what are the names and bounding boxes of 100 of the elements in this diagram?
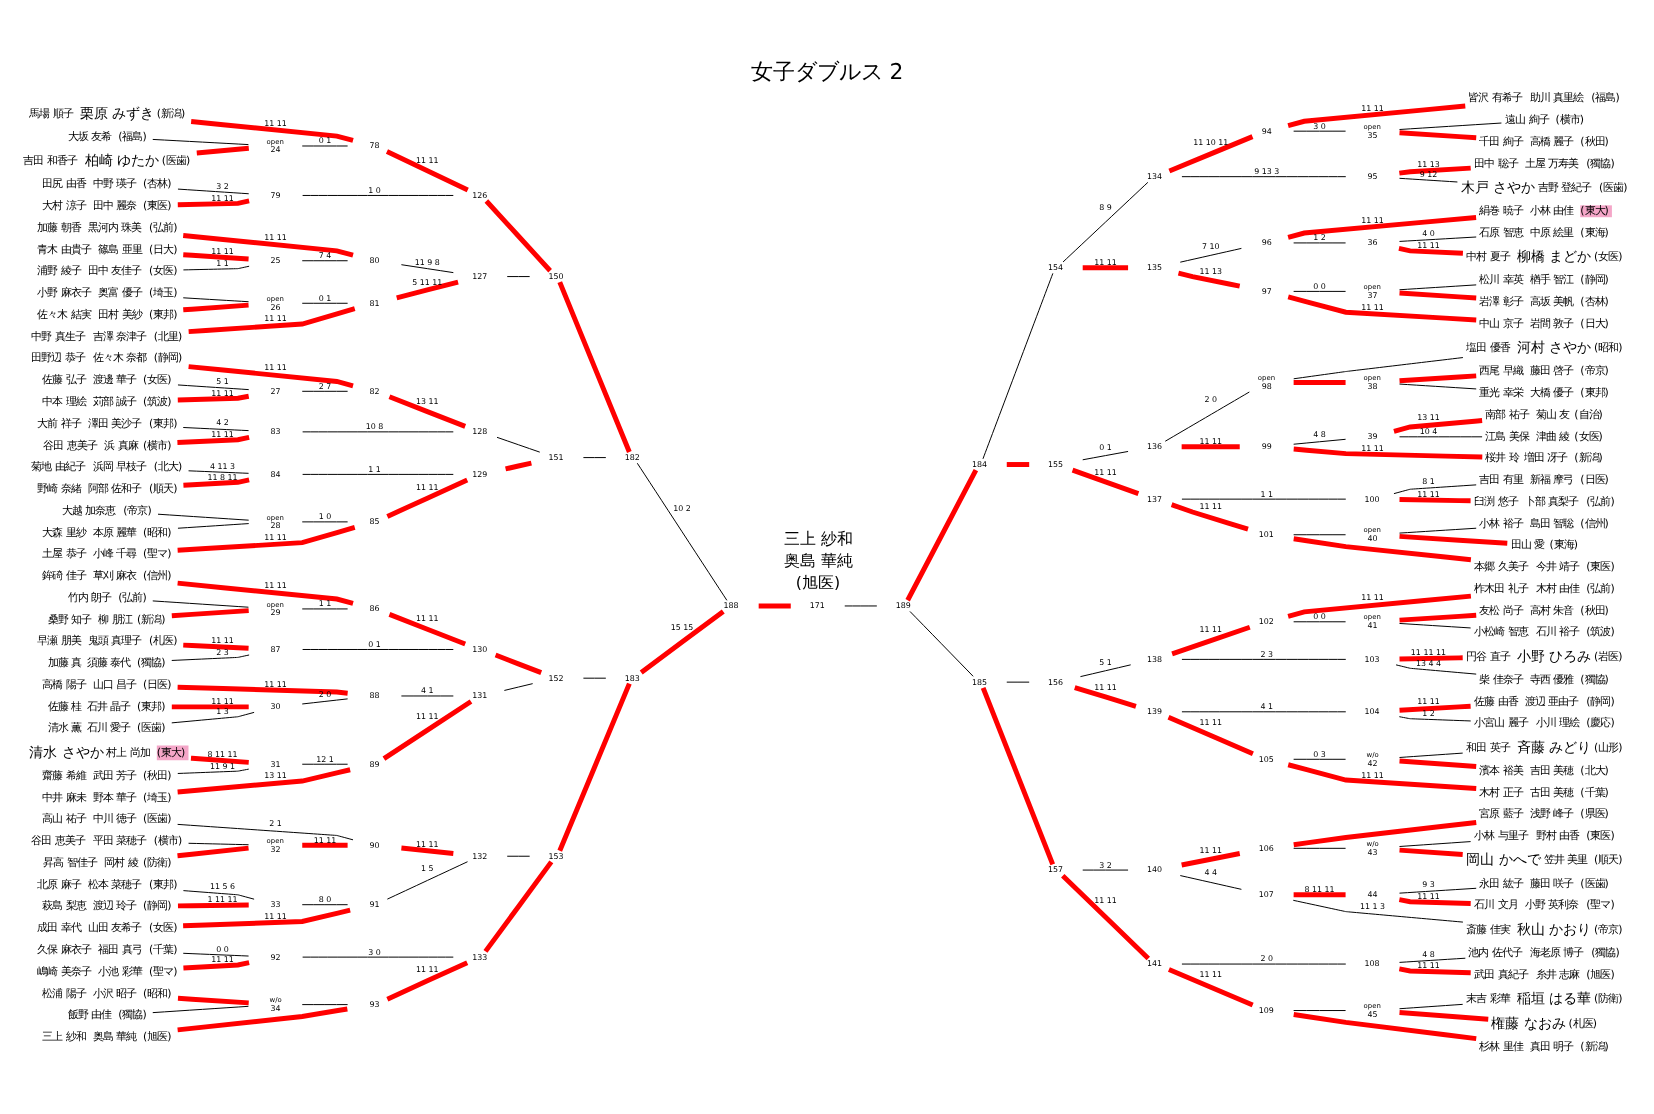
connector (401, 845, 454, 856)
connector (1293, 379, 1346, 385)
connector (157, 513, 250, 521)
connector (1399, 887, 1477, 894)
connector (188, 364, 354, 389)
connector (183, 252, 249, 262)
connector (152, 1005, 249, 1014)
connector (1293, 758, 1347, 760)
connector (1293, 820, 1477, 848)
connector (1170, 502, 1249, 532)
connector (1181, 176, 1347, 178)
connector (301, 390, 349, 392)
connector (196, 145, 250, 156)
connector (1079, 664, 1132, 678)
connector (386, 477, 469, 519)
connector (177, 767, 351, 795)
connector (385, 149, 469, 193)
connector (496, 436, 541, 453)
connector (302, 194, 454, 196)
connector (1398, 716, 1472, 722)
connector (1393, 484, 1477, 495)
connector (188, 470, 250, 474)
connector (1006, 462, 1030, 467)
connector (1287, 215, 1477, 240)
connector (1399, 177, 1458, 183)
connector (190, 119, 354, 143)
connector (301, 763, 349, 765)
connector (177, 845, 249, 859)
connector (636, 462, 728, 601)
connector (1061, 873, 1151, 961)
connector (1399, 383, 1477, 390)
connector (1399, 527, 1477, 534)
connector (301, 904, 349, 906)
connector (1181, 711, 1347, 713)
connector (182, 890, 255, 900)
connector (382, 699, 473, 761)
connector (1179, 247, 1242, 263)
connector (302, 649, 454, 650)
connector (171, 711, 255, 724)
connector (582, 677, 607, 679)
connector (1398, 966, 1471, 976)
connector (503, 683, 534, 691)
connector (1181, 444, 1240, 450)
connector (1293, 1012, 1477, 1042)
connector (188, 842, 250, 846)
connector (639, 609, 725, 675)
connector (1164, 391, 1250, 442)
connector (183, 960, 250, 971)
connector (1062, 181, 1149, 263)
connector (1399, 497, 1471, 504)
connector (505, 460, 532, 472)
connector (1399, 284, 1477, 291)
connector (1293, 1010, 1347, 1012)
connector (1181, 658, 1347, 660)
connector (152, 138, 249, 146)
connector (1393, 418, 1483, 434)
connector (1399, 612, 1477, 623)
connector (758, 603, 791, 609)
connector (1293, 438, 1347, 445)
connector (182, 427, 250, 432)
connector (177, 580, 354, 606)
connector (1399, 236, 1477, 242)
connector (177, 768, 250, 774)
connector (1167, 715, 1254, 757)
connector (557, 682, 632, 852)
connector (1082, 265, 1129, 271)
connector (182, 233, 354, 258)
diagram-title: 女子ダブルス 2 (750, 59, 904, 86)
connector (183, 907, 351, 929)
connector (177, 523, 250, 529)
connector (1293, 290, 1347, 292)
connector (1293, 892, 1346, 898)
connector (1399, 1003, 1464, 1010)
connector (1399, 957, 1466, 963)
connector (1074, 685, 1137, 709)
connector (1167, 967, 1254, 1008)
connector (396, 279, 459, 301)
connector (388, 394, 467, 429)
connector (1168, 134, 1254, 174)
connector (1292, 899, 1464, 923)
connector (1293, 536, 1472, 563)
connector (1177, 270, 1241, 289)
connector (1395, 664, 1477, 675)
connector (1399, 622, 1472, 629)
connector (188, 306, 356, 335)
connector (177, 188, 250, 195)
connector (177, 684, 348, 696)
connector (1399, 436, 1483, 438)
connector (183, 642, 249, 651)
connector (1399, 655, 1463, 662)
connector (183, 477, 250, 488)
connector (1293, 357, 1464, 380)
connector (1399, 373, 1477, 384)
connector (190, 755, 249, 765)
connector (1399, 122, 1502, 130)
connector (1071, 467, 1140, 496)
connector (1287, 593, 1472, 619)
connector (177, 1006, 348, 1033)
connector (177, 384, 250, 391)
connector (301, 698, 349, 705)
